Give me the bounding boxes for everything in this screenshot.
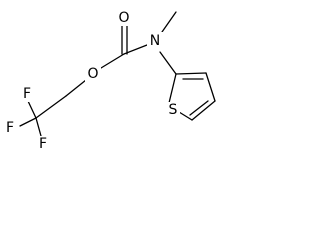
bond-lines [19, 11, 216, 137]
atom-labels: O O N S F F F [3, 10, 180, 152]
atom-label-fluorine-left: F [6, 120, 14, 136]
bond-c-f-left [19, 117, 37, 127]
atom-label-ester-oxygen: O [87, 66, 98, 82]
bond-carbonyl-n [123, 44, 148, 55]
atom-label-carbonyl-oxygen: O [118, 10, 129, 26]
bond-ring-c5-s [178, 111, 193, 121]
atom-label-fluorine-bottom: F [39, 136, 47, 152]
bond-c-f-top [27, 100, 37, 119]
chemical-structure-diagram: O O N S F F F [3, 10, 216, 152]
bond-ring-c4-c5 [191, 100, 216, 121]
bond-ring-s-c2 [168, 73, 177, 104]
bond-ring-c2-c3 [175, 72, 207, 75]
bond-ring-c4-c5-inner [189, 100, 209, 116]
bond-ring-c3-c4 [205, 72, 216, 102]
bond-o-carbonyl [100, 53, 125, 69]
bond-n-methyl [161, 11, 177, 33]
bond-c-f-bottom [35, 117, 42, 137]
bond-ch2-o [65, 79, 87, 97]
bond-cf3-ch2 [35, 95, 67, 119]
atom-label-fluorine-top: F [23, 86, 31, 102]
bond-n-thienyl [159, 51, 177, 75]
atom-label-nitrogen: N [150, 33, 160, 49]
atom-label-sulfur: S [169, 102, 178, 118]
